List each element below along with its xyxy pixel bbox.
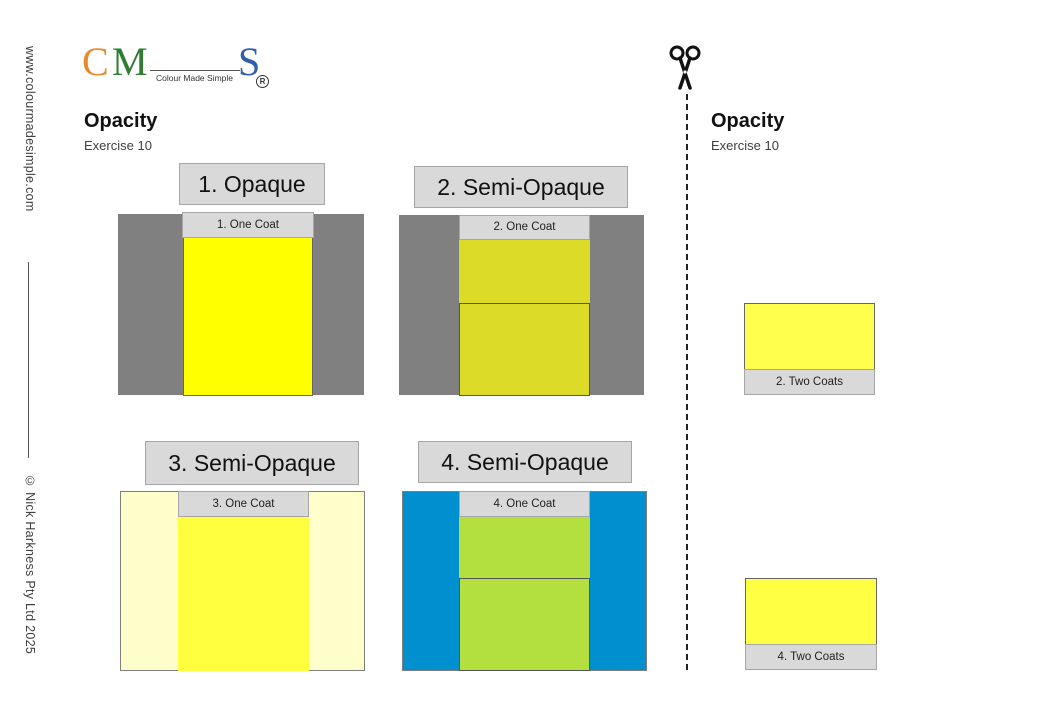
website-url: www.colourmadesimple.com <box>23 46 37 212</box>
tile-3-title: 3. Semi-Opaque <box>145 441 359 485</box>
logo-letter-s: S <box>238 39 261 84</box>
tile-2-paint-lower <box>459 303 590 396</box>
tile-2-label: 2. One Coat <box>459 215 590 240</box>
cut-line <box>686 94 688 670</box>
cutout-2-label: 2. Two Coats <box>744 369 875 395</box>
logo-letter-c: C <box>82 39 109 84</box>
registered-mark-icon: R <box>256 75 269 88</box>
right-heading: Opacity <box>711 110 785 132</box>
logo-letter-m: M <box>112 39 148 84</box>
tile-2-paint-upper <box>459 239 590 304</box>
tile-4-paint-lower <box>459 578 590 671</box>
tile-4-title: 4. Semi-Opaque <box>418 441 632 483</box>
right-subheading: Exercise 10 <box>711 138 779 153</box>
logo-underline <box>150 70 240 71</box>
tile-3-paint <box>178 515 309 671</box>
scissors-icon <box>669 45 701 90</box>
tile-4-paint-upper <box>459 516 590 579</box>
tile-1-paint <box>183 237 313 396</box>
tile-3-label: 3. One Coat <box>178 491 309 517</box>
cutout-4-label: 4. Two Coats <box>745 644 877 670</box>
cms-logo: C M S Colour Made Simple R <box>82 40 282 92</box>
side-divider <box>28 262 29 458</box>
logo-tagline: Colour Made Simple <box>156 73 234 83</box>
copyright-text: © Nick Harkness Pty Ltd 2025 <box>23 474 37 655</box>
tile-1-label: 1. One Coat <box>182 212 314 238</box>
left-heading: Opacity <box>84 110 158 132</box>
tile-2-title: 2. Semi-Opaque <box>414 166 628 208</box>
tile-1-title: 1. Opaque <box>179 163 325 205</box>
tile-4-label: 4. One Coat <box>459 491 590 517</box>
left-subheading: Exercise 10 <box>84 138 152 153</box>
